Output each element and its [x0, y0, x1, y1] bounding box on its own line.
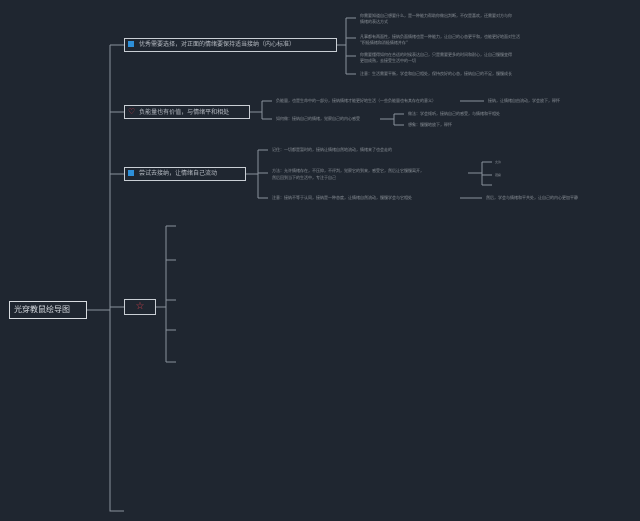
leaf-text: 负能量，也是生命中的一部分，接纳情绪才能更好地生活（一些负能量也有其存在的意义） [276, 98, 436, 103]
branch-node-4[interactable]: ☆ [124, 299, 156, 315]
heart-icon: ♡ [128, 107, 136, 116]
leaf-text: 然后，学会与情绪和平共处，让自己的内心更加平静 [486, 195, 578, 200]
leaf-text: 你需要懂得如何在合适的时候表达自己，只是需要更多的时间和耐心，让自己慢慢变得 [360, 52, 512, 57]
branch-label-2: 负能量也有价值，与情绪平和相处 [139, 109, 230, 116]
leaf-text: 允许 [495, 160, 502, 164]
leaf-text: 更加成熟，去接受生活中的一切 [360, 58, 416, 63]
flag-icon [128, 169, 134, 176]
leaf-text: 然后回到当下的生活中，专注于自己 [272, 175, 336, 180]
leaf-text: 方法：允许情绪存在，不压抑，不评判，觉察它的到来，感受它，然后让它慢慢离开， [272, 168, 424, 173]
leaf-text: 凡事都有两面性，接纳负面情绪也是一种能力，让自己的心态更平和，也能更好地面对生活 [360, 34, 520, 39]
branch-label-3: 尝试去接纳，让情绪自己流动 [139, 170, 218, 177]
leaf-text: 记住：一切都是暂时的，接纳让情绪自然地流动，情绪来了也会走的 [272, 147, 392, 152]
flag-icon [128, 40, 134, 47]
leaf-text: 观察 [495, 173, 502, 177]
branch-node-1[interactable]: 优秀需要选择，对正面的情绪要保持适当接纳（内心标准） [124, 38, 337, 52]
star-icon: ☆ [135, 301, 145, 312]
leaf-text: 注意：生活需要平衡，学会和自己相处，保持良好的心态，接纳自己的不足，慢慢成长 [360, 71, 512, 76]
branch-label-1: 优秀需要选择，对正面的情绪要保持适当接纳（内心标准） [139, 41, 296, 48]
root-node[interactable]: 光穿教鼠绘导图 [9, 301, 87, 319]
leaf-text: 如何做：接纳自己的情绪，觉察自己的内心感受 [276, 116, 360, 121]
leaf-text: 你需要知道自己想要什么，是一种能力帮助你做出判断，不仅是喜欢，还需要对方与你 [360, 13, 512, 18]
leaf-text: 想象：慢慢地放下，释怀 [408, 122, 452, 127]
leaf-text: "积极情绪和消极情绪并存" [360, 40, 408, 45]
branch-node-3[interactable]: 尝试去接纳，让情绪自己流动 [124, 167, 246, 181]
leaf-text: 做法：学会倾听，接纳自己的感受，与情绪和平相处 [408, 111, 500, 116]
leaf-text: 接纳，让情绪自由流动，学会放下，释怀 [488, 98, 560, 103]
leaf-text: 情绪的表达方式 [360, 19, 388, 24]
branch-node-2[interactable]: ♡负能量也有价值，与情绪平和相处 [124, 105, 250, 119]
leaf-text: 注意：接纳不等于认同，接纳是一种态度，让情绪自然流动，慢慢学会与它相处 [272, 195, 412, 200]
root-label: 光穿教鼠绘导图 [14, 305, 70, 314]
